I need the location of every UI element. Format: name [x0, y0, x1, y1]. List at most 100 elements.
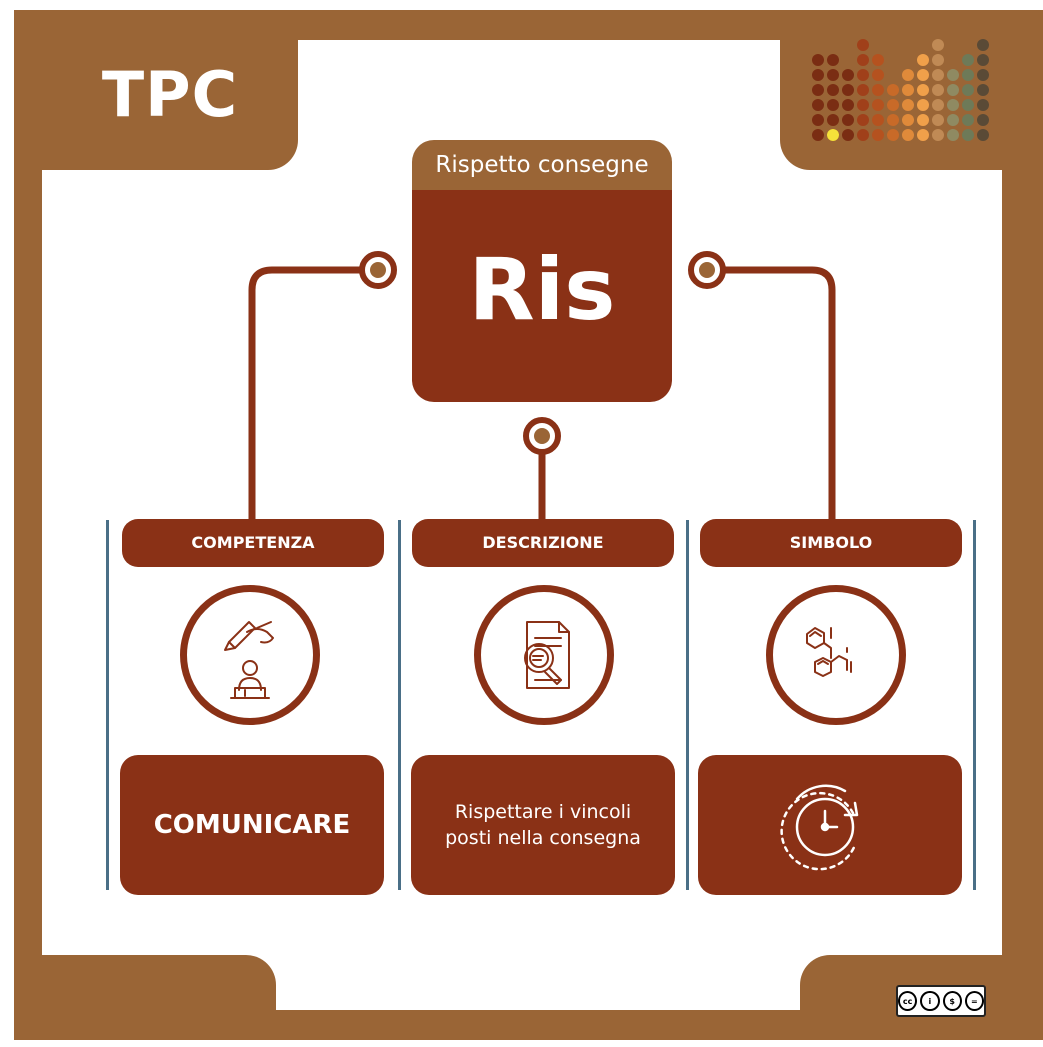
- logo-dot: [962, 69, 974, 81]
- nd-icon: =: [964, 991, 984, 1011]
- logo-dot: [962, 114, 974, 126]
- logo-dot: [812, 69, 824, 81]
- logo-dot: [932, 129, 944, 141]
- logo-dot: [902, 99, 914, 111]
- logo-dot: [842, 99, 854, 111]
- logo-dot: [917, 84, 929, 96]
- logo-dot: [842, 129, 854, 141]
- logo-dot-highlight: [827, 129, 839, 141]
- logo-dot: [812, 84, 824, 96]
- logo-dot: [902, 84, 914, 96]
- logo-dot: [962, 99, 974, 111]
- divider-line: [973, 520, 976, 890]
- logo-dot: [947, 114, 959, 126]
- logo-dot: [932, 69, 944, 81]
- logo-dot: [857, 114, 869, 126]
- logo-dot: [962, 129, 974, 141]
- logo-dot: [932, 54, 944, 66]
- logo-dot: [932, 99, 944, 111]
- logo-dot: [947, 84, 959, 96]
- logo-dot: [887, 129, 899, 141]
- logo-dot: [902, 114, 914, 126]
- logo-dot: [857, 129, 869, 141]
- logo-dot: [977, 69, 989, 81]
- column-header-simbolo: SIMBOLO: [700, 519, 962, 567]
- competenza-card: COMUNICARE: [120, 755, 384, 895]
- cc-icon: cc: [898, 991, 918, 1011]
- divider-line: [106, 520, 109, 890]
- logo-dot: [812, 99, 824, 111]
- logo-dot: [887, 84, 899, 96]
- logo-dot: [962, 54, 974, 66]
- competenza-icon-circle: [180, 585, 320, 725]
- logo-dot: [827, 54, 839, 66]
- column-header-competenza: COMPETENZA: [122, 519, 384, 567]
- logo-dot: [977, 84, 989, 96]
- logo-dot: [857, 69, 869, 81]
- title-code: Ris: [412, 190, 672, 402]
- logo-dot: [962, 84, 974, 96]
- logo-dot: [827, 84, 839, 96]
- logo-dot: [857, 84, 869, 96]
- corner-notch-top-left-inner: [14, 10, 298, 170]
- logo-dot: [977, 54, 989, 66]
- dot-matrix-logo: [812, 39, 989, 141]
- logo-dot: [917, 54, 929, 66]
- logo-dot: [917, 114, 929, 126]
- logo-dot: [977, 114, 989, 126]
- logo-dot: [947, 69, 959, 81]
- logo-dot: [977, 99, 989, 111]
- logo-dot: [812, 129, 824, 141]
- title-card: Rispetto consegne Ris: [412, 140, 672, 402]
- title-subtitle: Rispetto consegne: [412, 140, 672, 190]
- logo-dot: [872, 114, 884, 126]
- logo-dot: [827, 69, 839, 81]
- corner-notch-bottom-left-inner: [14, 955, 276, 1040]
- divider-line: [398, 520, 401, 890]
- divider-line: [686, 520, 689, 890]
- clock-refresh-icon: [780, 784, 859, 871]
- logo-dot: [977, 39, 989, 51]
- logo-dot: [932, 39, 944, 51]
- logo-dot: [947, 99, 959, 111]
- logo-dot: [932, 114, 944, 126]
- logo-dot: [827, 114, 839, 126]
- descrizione-card: Rispettare i vincoli posti nella consegn…: [411, 755, 675, 895]
- descrizione-icon-circle: [474, 585, 614, 725]
- simbolo-icon-circle: [766, 585, 906, 725]
- logo-dot: [872, 54, 884, 66]
- logo-dot: [872, 99, 884, 111]
- logo-dot: [842, 84, 854, 96]
- logo-dot: [827, 99, 839, 111]
- logo-dot: [872, 129, 884, 141]
- logo-dot: [872, 84, 884, 96]
- molecule-icon: [806, 627, 852, 677]
- logo-dot: [917, 99, 929, 111]
- logo-dot: [842, 114, 854, 126]
- writing-speaker-icon: [224, 621, 274, 699]
- logo-dot: [917, 129, 929, 141]
- logo-dot: [857, 99, 869, 111]
- nc-icon: $: [942, 991, 962, 1011]
- logo-dot: [902, 129, 914, 141]
- logo-dot: [917, 69, 929, 81]
- logo-dot: [887, 99, 899, 111]
- document-magnifier-icon: [524, 621, 570, 689]
- logo-dot: [857, 54, 869, 66]
- logo-dot: [977, 129, 989, 141]
- logo-dot: [842, 69, 854, 81]
- by-icon: i: [920, 991, 940, 1011]
- logo-dot: [812, 54, 824, 66]
- simbolo-card: [698, 755, 962, 895]
- logo-dot: [902, 69, 914, 81]
- logo-dot: [947, 129, 959, 141]
- logo-dot: [857, 39, 869, 51]
- tpc-badge: TPC: [101, 58, 239, 131]
- license-badge: cc i $ =: [896, 985, 986, 1017]
- logo-dot: [887, 114, 899, 126]
- column-header-descrizione: DESCRIZIONE: [412, 519, 674, 567]
- logo-dot: [812, 114, 824, 126]
- logo-dot: [932, 84, 944, 96]
- logo-dot: [872, 69, 884, 81]
